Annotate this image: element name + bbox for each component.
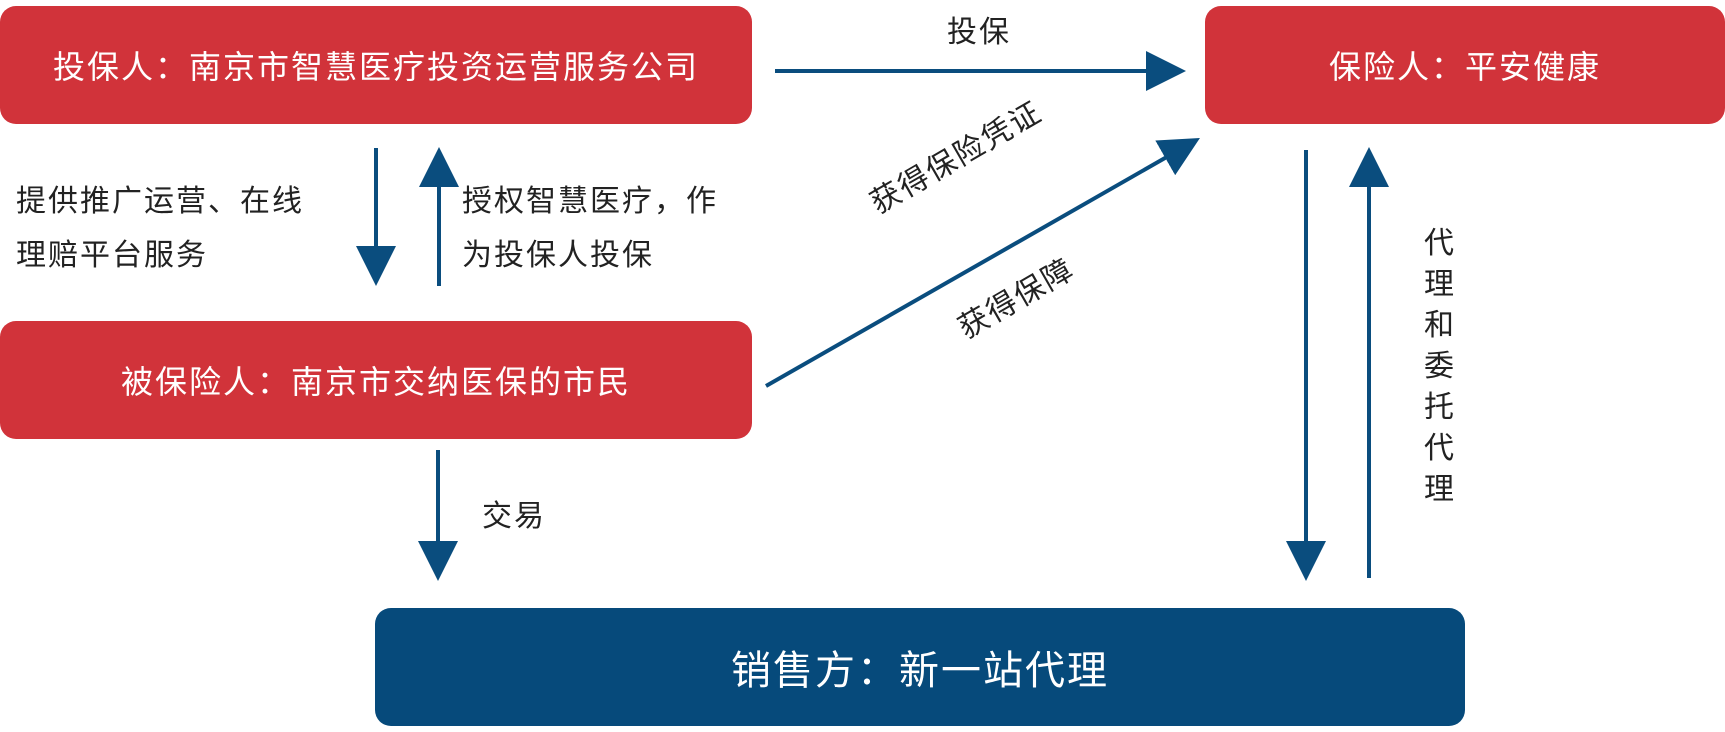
edge-label-trade: 交易	[482, 499, 546, 534]
edge-label-agency: 代 理 和 委 托 代 理	[1419, 223, 1459, 510]
seller-label: 销售方：新一站代理	[731, 648, 1109, 694]
edge-label-provide-line1: 提供推广运营、在线	[16, 184, 304, 219]
agency-char: 托	[1424, 390, 1454, 425]
agency-char: 理	[1424, 267, 1454, 302]
policyholder-box: 投保人：南京市智慧医疗投资运营服务公司	[0, 6, 752, 124]
edge-label-authorize-line2: 为投保人投保	[462, 238, 654, 273]
insurer-label: 保险人：平安健康	[1328, 48, 1601, 86]
insurer-box: 保险人：平安健康	[1205, 6, 1725, 124]
policyholder-label: 投保人：南京市智慧医疗投资运营服务公司	[52, 48, 699, 86]
edge-label-authorize-line1: 授权智慧医疗，作	[462, 184, 718, 219]
agency-char: 代	[1424, 431, 1454, 466]
insured-box: 被保险人：南京市交纳医保的市民	[0, 321, 752, 439]
agency-char: 代	[1424, 226, 1454, 261]
agency-char: 委	[1424, 349, 1454, 384]
seller-box: 销售方：新一站代理	[375, 608, 1465, 726]
edge-label-provide-line2: 理赔平台服务	[16, 238, 208, 273]
insured-label: 被保险人：南京市交纳医保的市民	[120, 363, 631, 401]
arrow-insured-to-insurer	[765, 138, 1200, 388]
edge-label-insure: 投保	[947, 15, 1011, 50]
agency-char: 理	[1424, 472, 1454, 507]
agency-char: 和	[1424, 308, 1454, 343]
